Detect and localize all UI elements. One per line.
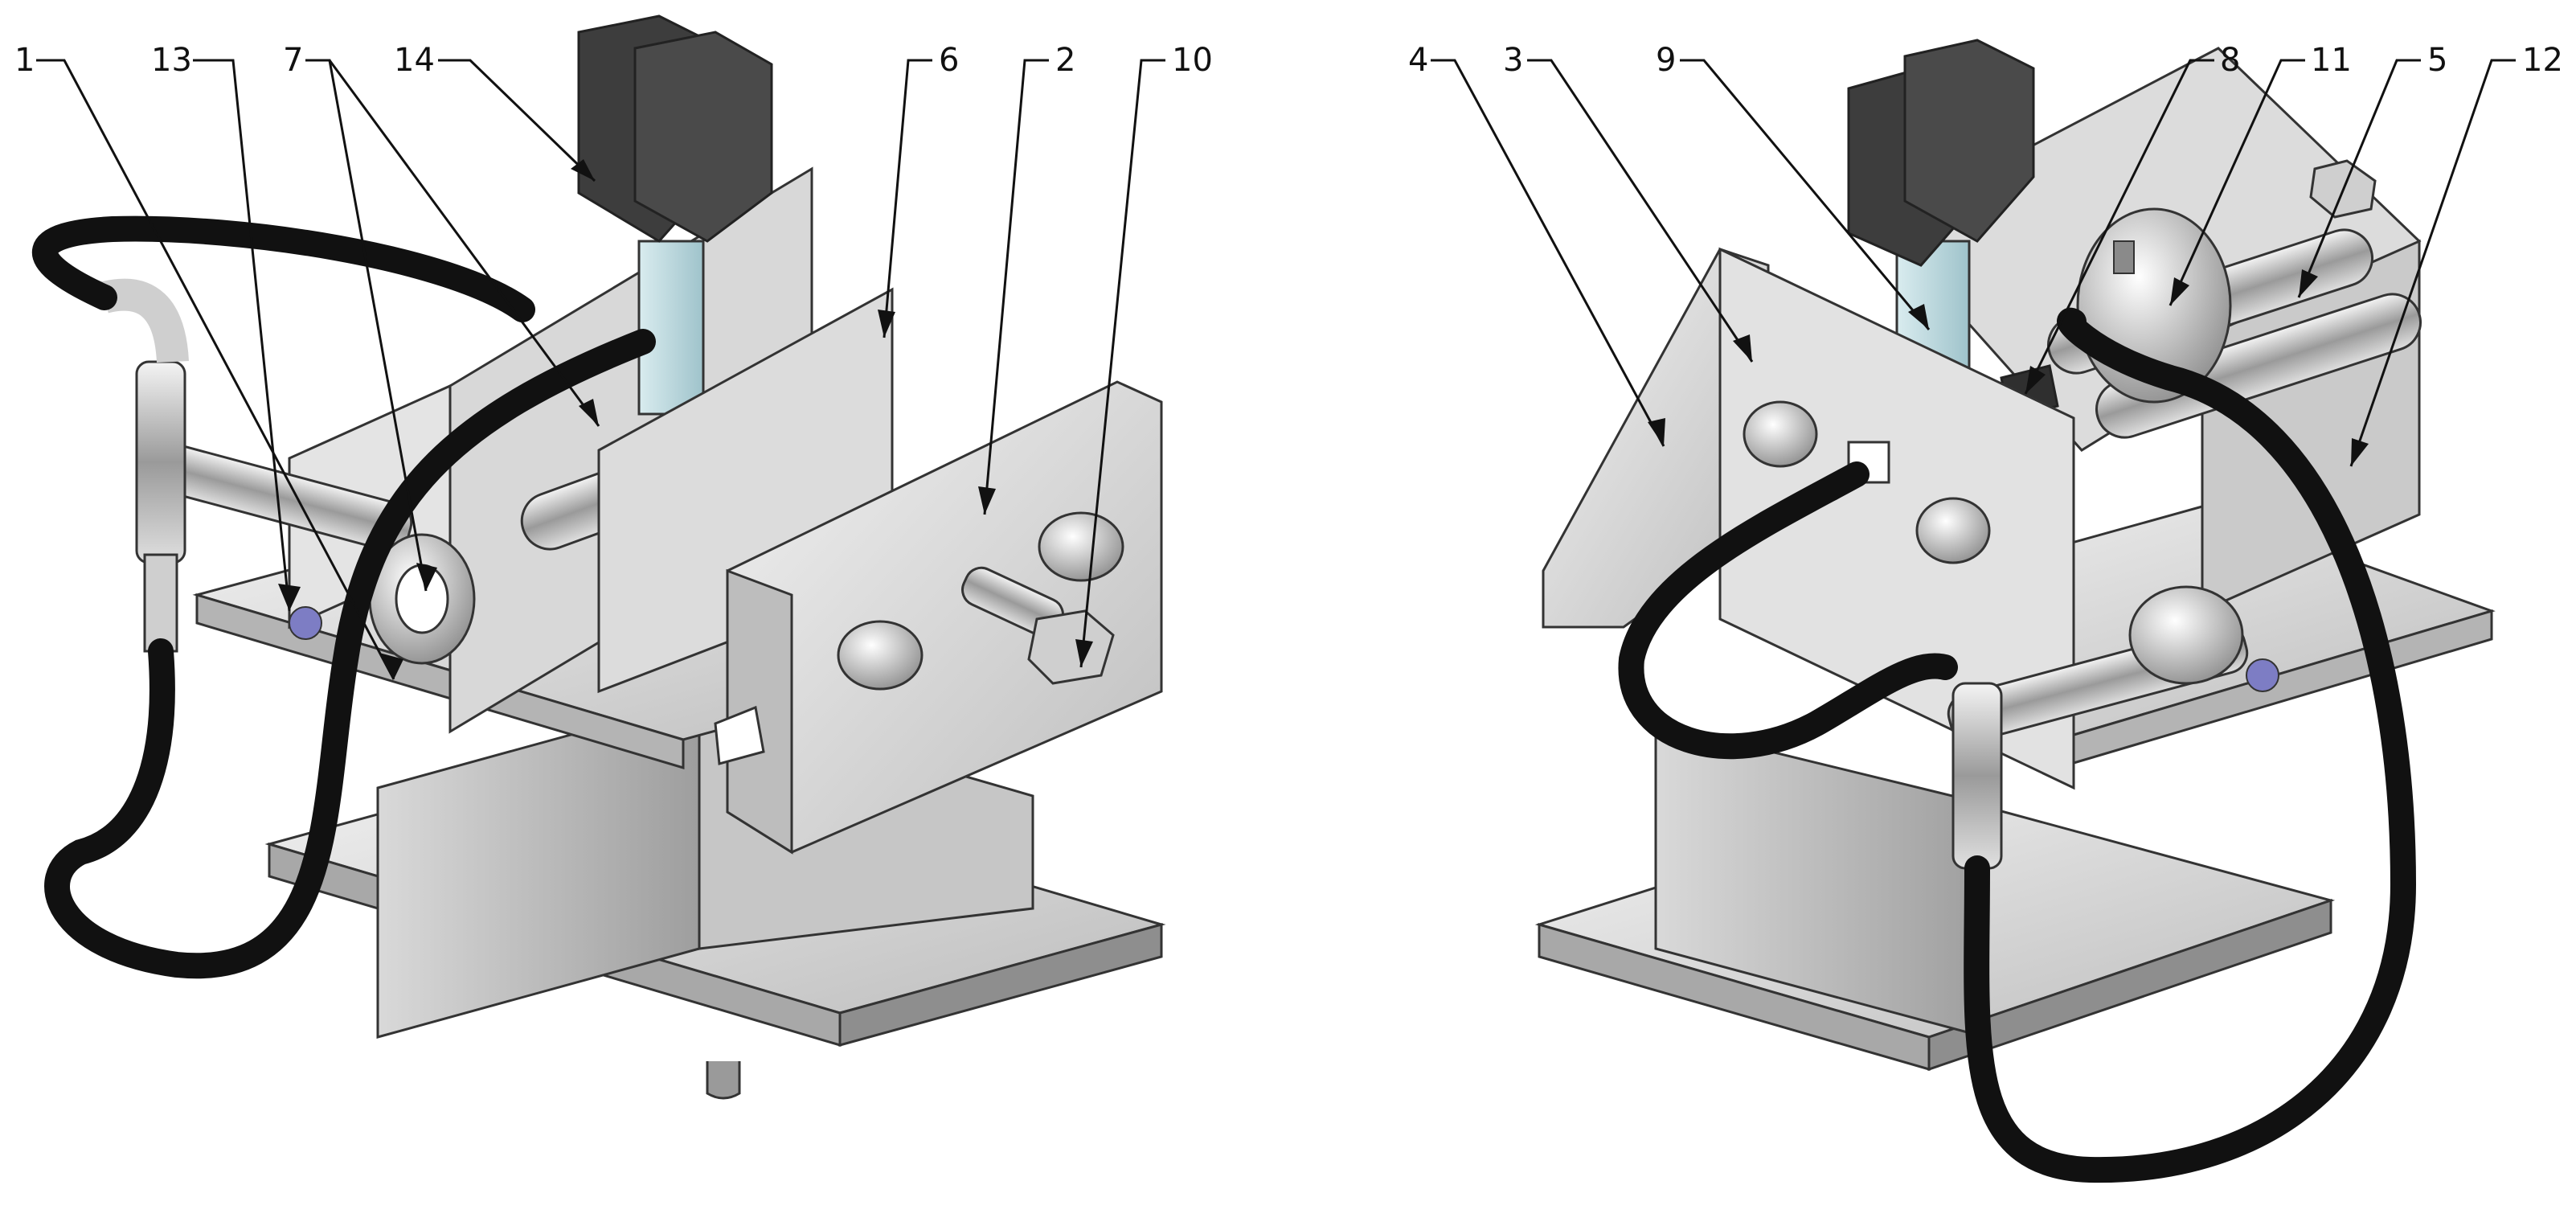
callout-label: 3 — [1503, 42, 1523, 79]
callout-5: 5 — [2297, 42, 2447, 298]
right-assembly-view — [1534, 39, 2496, 1183]
callout-label: 14 — [394, 42, 435, 79]
right-hose-fitting — [1947, 585, 2279, 870]
callout-label: 9 — [1656, 42, 1676, 79]
callout-8: 8 — [2024, 42, 2240, 395]
callout-14: 14 — [394, 42, 596, 182]
callout-10: 10 — [1075, 42, 1213, 668]
left-specimen — [637, 240, 705, 416]
callout-1: 1 — [14, 42, 403, 680]
callout-label: 12 — [2522, 42, 2563, 79]
callout-11: 11 — [2169, 42, 2352, 306]
callout-7b — [328, 59, 600, 427]
callout-label: 2 — [1055, 42, 1075, 79]
callout-label: 10 — [1172, 42, 1213, 79]
callout-13: 13 — [151, 42, 301, 612]
callout-label: 13 — [151, 42, 192, 79]
callout-4: 4 — [1408, 42, 1665, 447]
left-bracket — [714, 380, 1163, 855]
callout-3: 3 — [1503, 42, 1754, 363]
callout-12: 12 — [2349, 42, 2563, 467]
callout-label: 4 — [1408, 42, 1428, 79]
callout-label: 1 — [14, 42, 35, 79]
callout-6: 6 — [878, 42, 959, 338]
right-top-block — [1847, 39, 2035, 267]
callout-label: 5 — [2427, 42, 2447, 79]
callout-label: 7 — [283, 42, 303, 79]
right-callouts: 4 3 9 8 11 5 12 — [1408, 42, 2563, 467]
left-top-block — [577, 14, 773, 243]
callout-label: 8 — [2220, 42, 2240, 79]
left-callouts: 1 13 7 14 6 2 — [14, 42, 1213, 680]
left-bolt — [961, 566, 1115, 685]
left-assembly-view — [32, 14, 1166, 1100]
callout-2: 2 — [978, 42, 1075, 515]
callout-9: 9 — [1656, 42, 1931, 330]
right-hose — [1618, 308, 2417, 1183]
callout-label: 11 — [2311, 42, 2352, 79]
callout-label: 6 — [939, 42, 959, 79]
